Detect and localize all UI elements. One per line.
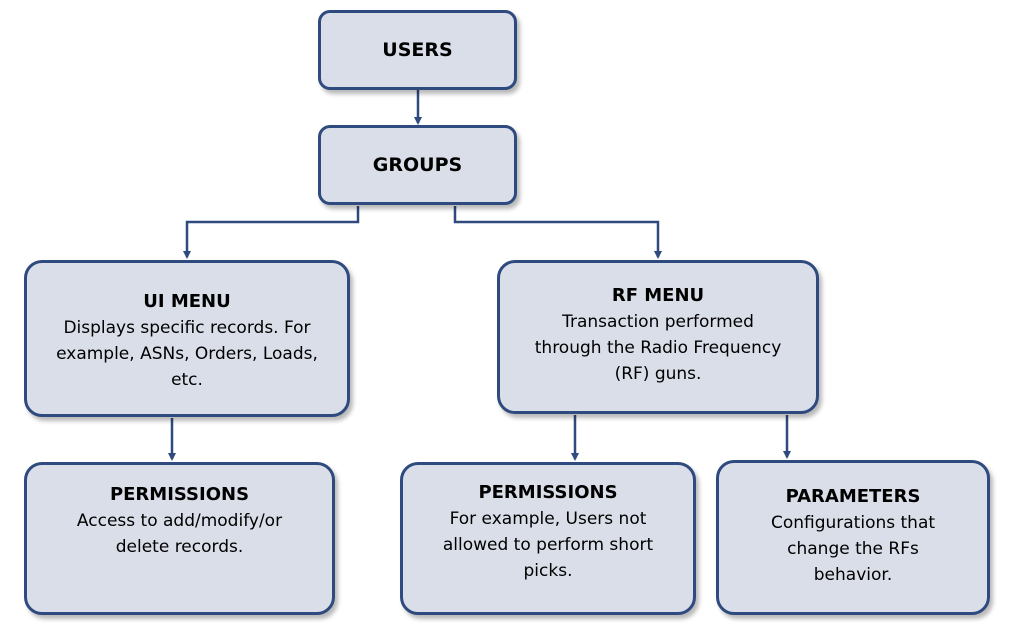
ui-permissions-line: delete records. [115, 537, 244, 557]
rf-menu-line: through the Radio Frequency [534, 338, 782, 358]
ui-menu-line: example, ASNs, Orders, Loads, [56, 344, 318, 364]
rf-permissions-node: PERMISSIONS For example, Users not allow… [400, 462, 696, 615]
rf-parameters-line: behavior. [813, 565, 893, 585]
ui-menu-title: UI MENU [143, 291, 231, 312]
edge-groups-rf-menu [453, 206, 662, 259]
rf-parameters-line: Configurations that [770, 513, 936, 533]
groups-node: GROUPS [318, 125, 517, 205]
rf-menu-line: (RF) guns. [614, 364, 702, 384]
ui-permissions-title: PERMISSIONS [109, 484, 250, 505]
rf-permissions-line: picks. [523, 561, 573, 581]
rf-permissions-title: PERMISSIONS [478, 482, 618, 503]
users-node: USERS [318, 10, 517, 90]
ui-menu-line: Displays specific records. For [63, 318, 311, 338]
rf-parameters-node: PARAMETERS Configurations that change th… [716, 460, 990, 615]
ui-menu-node: UI MENU Displays specific records. For e… [24, 260, 350, 417]
rf-permissions-line: allowed to perform short [442, 535, 654, 555]
rf-parameters-line: change the RFs [787, 539, 919, 559]
rf-menu-line: Transaction performed [562, 312, 754, 332]
ui-permissions-node: PERMISSIONS Access to add/modify/or dele… [24, 462, 335, 615]
rf-menu-node: RF MENU Transaction performed through th… [497, 260, 819, 414]
ui-permissions-line: Access to add/modify/or [76, 511, 283, 531]
users-title: USERS [382, 39, 453, 61]
rf-permissions-line: For example, Users not [449, 509, 647, 529]
edge-groups-ui-menu [183, 206, 360, 259]
rf-parameters-title: PARAMETERS [785, 486, 921, 507]
rf-menu-title: RF MENU [611, 285, 705, 306]
ui-menu-line: etc. [171, 370, 203, 390]
groups-title: GROUPS [372, 154, 463, 176]
